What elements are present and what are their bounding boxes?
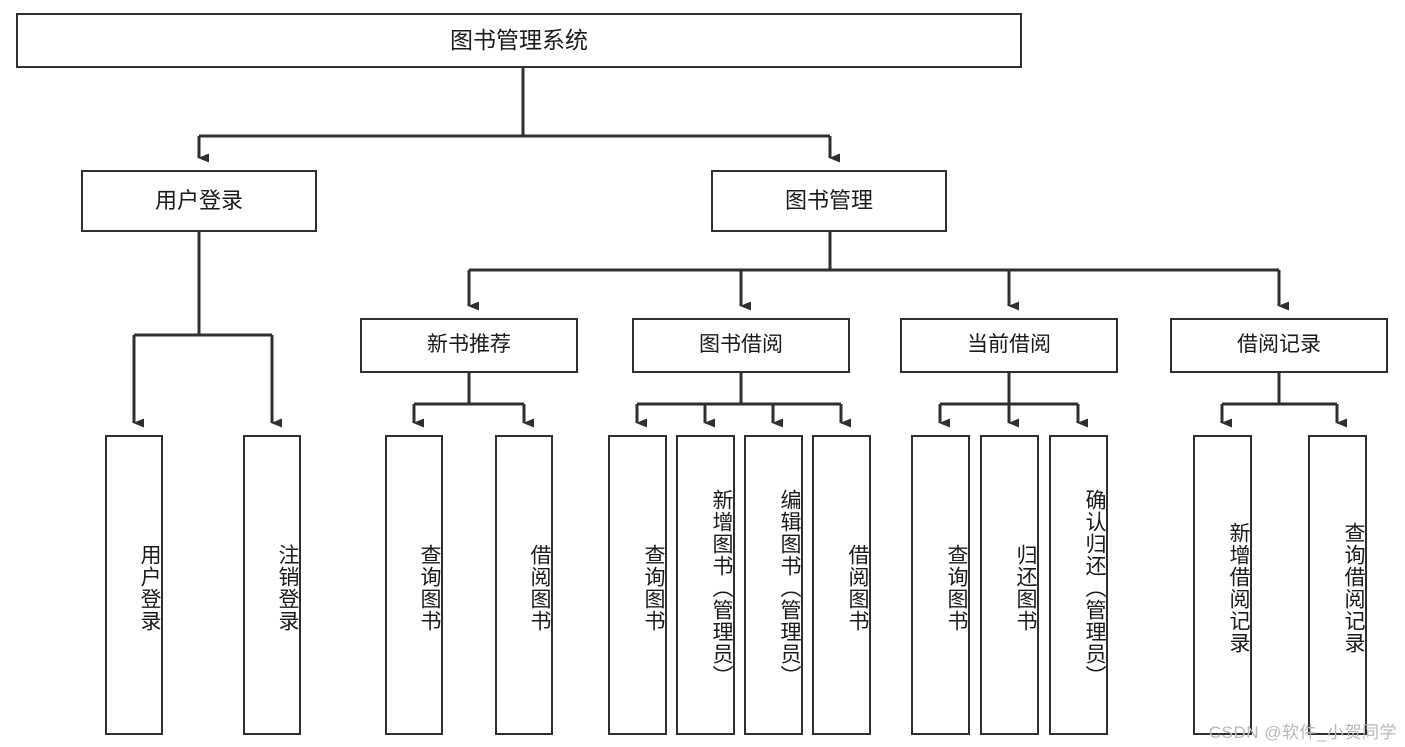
leaf-book-borrow-add-book-admin[interactable]: 新增图书（管理员） xyxy=(676,435,735,735)
node-current-borrow[interactable]: 当前借阅 xyxy=(900,318,1118,373)
leaf-user-login-login[interactable]: 用户登录 xyxy=(105,435,163,735)
node-borrow-record[interactable]: 借阅记录 xyxy=(1170,318,1388,373)
node-book-management[interactable]: 图书管理 xyxy=(711,170,947,232)
leaf-book-borrow-edit-book-admin[interactable]: 编辑图书（管理员） xyxy=(744,435,803,735)
leaf-borrow-record-add-record[interactable]: 新增借阅记录 xyxy=(1193,435,1252,735)
leaf-book-borrow-query-book[interactable]: 查询图书 xyxy=(608,435,667,735)
leaf-borrow-record-query-record[interactable]: 查询借阅记录 xyxy=(1308,435,1367,735)
leaf-current-borrow-return-book[interactable]: 归还图书 xyxy=(980,435,1039,735)
node-user-login[interactable]: 用户登录 xyxy=(81,170,317,232)
node-book-borrow[interactable]: 图书借阅 xyxy=(632,318,850,373)
leaf-new-book-query-book[interactable]: 查询图书 xyxy=(385,435,443,735)
watermark-text: CSDN @软件_小贺同学 xyxy=(1208,723,1397,742)
leaf-new-book-borrow-book[interactable]: 借阅图书 xyxy=(495,435,553,735)
leaf-book-borrow-borrow-book[interactable]: 借阅图书 xyxy=(812,435,871,735)
leaf-current-borrow-query-book[interactable]: 查询图书 xyxy=(911,435,970,735)
node-root-book-management-system[interactable]: 图书管理系统 xyxy=(16,13,1022,68)
node-new-book-recommend[interactable]: 新书推荐 xyxy=(360,318,578,373)
leaf-current-borrow-confirm-return-admin[interactable]: 确认归还（管理员） xyxy=(1049,435,1108,735)
leaf-user-login-logout[interactable]: 注销登录 xyxy=(243,435,301,735)
